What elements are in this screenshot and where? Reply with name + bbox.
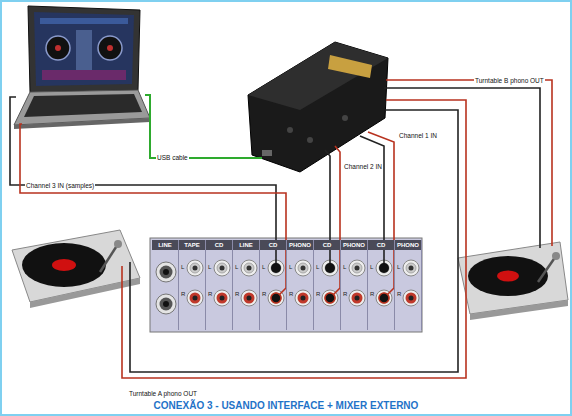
jack-label: R — [235, 291, 241, 298]
cables — [10, 80, 552, 378]
laptop — [14, 6, 150, 129]
diagram-title: CONEXÃO 3 - USANDO INTERFACE + MIXER EXT… — [154, 400, 419, 411]
jack-label: R — [208, 291, 214, 298]
jack-label: R — [262, 291, 268, 298]
jack-label: R — [316, 291, 322, 298]
mixer-channel: CD L R — [206, 240, 233, 330]
cable-label: Turntable B phono OUT — [474, 77, 545, 84]
mixer-channel: LINE — [152, 240, 179, 330]
mixer-channel: CD L R — [260, 240, 287, 330]
channel-label: PHONO — [287, 240, 313, 250]
channel-label: PHONO — [341, 240, 367, 250]
jack-label: L — [262, 264, 268, 271]
jack-label: L — [289, 264, 295, 271]
channel-label: CD — [314, 240, 340, 250]
mixer-channel: TAPE L R — [179, 240, 206, 330]
jack-label: L — [370, 264, 376, 271]
channel-label: CD — [206, 240, 232, 250]
jack-label: R — [343, 291, 349, 298]
usb-interface — [248, 42, 388, 172]
jack-label: R — [397, 291, 403, 298]
mixer-channel: PHONO L R — [395, 240, 422, 330]
mixer-channel: PHONO L R — [287, 240, 314, 330]
mixer-channel: LINE L R — [233, 240, 260, 330]
jack-label: L — [181, 264, 187, 271]
jack-label: R — [370, 291, 376, 298]
mixer-channel: PHONO L R — [341, 240, 368, 330]
cable-label: Channel 3 IN (samples) — [25, 182, 95, 189]
jack-label: L — [235, 264, 241, 271]
cable-label: Turntable A phono OUT — [128, 390, 198, 397]
mixer-channel: CD L R — [314, 240, 341, 330]
channel-label: CD — [260, 240, 286, 250]
cable-label: Channel 1 IN — [398, 132, 438, 139]
jack-label: R — [289, 291, 295, 298]
mixer-channel: CD L R — [368, 240, 395, 330]
jack-label: R — [181, 291, 187, 298]
jack-label: L — [316, 264, 322, 271]
jack-label: L — [397, 264, 403, 271]
turntable-b — [458, 242, 568, 320]
jack-label: L — [208, 264, 214, 271]
jack-label: L — [343, 264, 349, 271]
channel-label: PHONO — [395, 240, 421, 250]
channel-label: LINE — [152, 240, 178, 250]
turntable-a — [12, 230, 140, 308]
channel-label: LINE — [233, 240, 259, 250]
cable-label: Channel 2 IN — [343, 163, 383, 170]
channel-label: TAPE — [179, 240, 205, 250]
channel-label: CD — [368, 240, 394, 250]
cable-label: USB cable — [156, 154, 189, 161]
